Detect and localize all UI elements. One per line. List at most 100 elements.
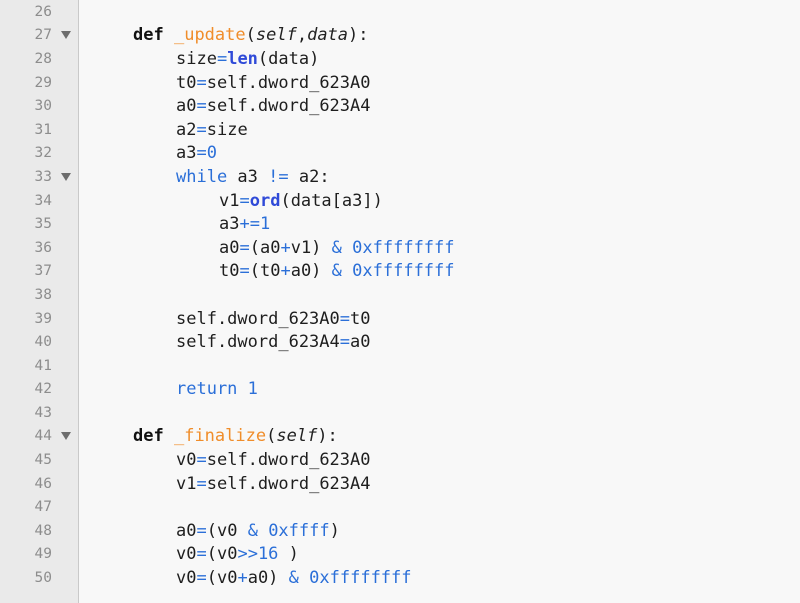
fold-arrow-icon[interactable] xyxy=(61,172,71,181)
code-token-plain: ): xyxy=(348,25,369,46)
code-token-op: + xyxy=(280,261,291,282)
code-token-plain: (v0 xyxy=(206,568,238,589)
code-area[interactable]: def _update(self,data):size=len(data)t0=… xyxy=(79,0,800,603)
code-line[interactable] xyxy=(79,283,800,307)
code-token-num: 1 xyxy=(259,214,271,235)
code-token-plain: v0 xyxy=(176,544,197,565)
code-token-plain xyxy=(164,426,174,446)
gutter-row: 27 xyxy=(0,24,78,48)
line-number: 41 xyxy=(34,357,52,374)
code-token-op: & xyxy=(288,568,299,589)
code-line[interactable]: while a3 != a2: xyxy=(79,165,800,189)
code-line[interactable]: return 1 xyxy=(79,378,800,402)
code-line[interactable]: a0=self.dword_623A4 xyxy=(79,94,800,118)
code-token-plain: (v0 xyxy=(206,544,238,565)
code-token-num: 0xffff xyxy=(268,520,330,541)
fold-toggle[interactable] xyxy=(52,172,78,181)
code-token-plain: ) xyxy=(329,520,340,541)
code-token-ctrl: while xyxy=(176,166,228,187)
code-line[interactable]: a3+=1 xyxy=(79,212,800,236)
code-line[interactable]: self.dword_623A0=t0 xyxy=(79,307,800,331)
code-token-plain: a0 xyxy=(176,520,197,541)
code-token-op: = xyxy=(339,308,351,329)
code-token-plain: , xyxy=(296,25,308,46)
code-line[interactable]: t0=self.dword_623A0 xyxy=(79,71,800,95)
code-line[interactable] xyxy=(79,495,800,519)
code-token-plain: size xyxy=(206,119,248,140)
code-line[interactable]: v1=ord(data[a3]) xyxy=(79,189,800,213)
code-line[interactable]: v0=self.dword_623A0 xyxy=(79,448,800,472)
code-line[interactable]: size=len(data) xyxy=(79,47,800,71)
code-token-op: + xyxy=(237,568,248,589)
code-line[interactable]: a3=0 xyxy=(79,142,800,166)
code-token-plain: a0 xyxy=(219,237,240,258)
gutter-row: 42 xyxy=(0,378,78,402)
code-token-plain: v0 xyxy=(176,568,197,589)
line-number: 33 xyxy=(34,168,52,185)
code-token-op: = xyxy=(196,473,207,494)
code-line[interactable]: v1=self.dword_623A4 xyxy=(79,472,800,496)
line-number: 48 xyxy=(34,522,52,539)
code-line[interactable]: a0=(v0 & 0xffff) xyxy=(79,519,800,543)
code-line[interactable]: v0=(v0>>16 ) xyxy=(79,543,800,567)
gutter-row: 34 xyxy=(0,189,78,213)
code-token-plain: (a0 xyxy=(249,237,281,258)
code-token-num: 0 xyxy=(206,143,217,164)
gutter-row: 49 xyxy=(0,543,78,567)
line-number: 49 xyxy=(34,546,52,563)
line-number: 32 xyxy=(34,145,52,162)
code-line[interactable] xyxy=(79,401,800,425)
code-token-plain: ) xyxy=(278,544,299,565)
code-line[interactable]: def _finalize(self): xyxy=(79,425,800,449)
code-line[interactable]: self.dword_623A4=a0 xyxy=(79,330,800,354)
code-token-op: + xyxy=(280,237,291,258)
code-token-plain: a0 xyxy=(350,332,371,353)
code-token-op: = xyxy=(239,261,250,282)
code-token-op: = xyxy=(196,450,207,471)
code-line[interactable]: a0=(a0+v1) & 0xffffffff xyxy=(79,236,800,260)
line-number: 50 xyxy=(34,570,52,587)
gutter-row: 28 xyxy=(0,47,78,71)
code-token-plain: t0 xyxy=(219,261,240,282)
fold-toggle[interactable] xyxy=(52,31,78,40)
code-token-fn: _update xyxy=(173,25,246,46)
code-token-op: = xyxy=(339,332,351,353)
code-token-plain xyxy=(164,25,174,45)
code-token-num: 1 xyxy=(247,379,258,400)
code-token-plain: self.dword_623A0 xyxy=(176,308,340,329)
code-line[interactable]: a2=size xyxy=(79,118,800,142)
code-token-plain: a2 xyxy=(176,119,197,140)
code-token-plain: a3 xyxy=(219,214,240,235)
line-number: 26 xyxy=(34,3,52,20)
code-token-plain: ( xyxy=(266,426,277,447)
code-token-plain: (v0 xyxy=(206,520,248,541)
code-token-op: = xyxy=(216,48,228,69)
code-line[interactable]: v0=(v0+a0) & 0xffffffff xyxy=(79,566,800,590)
code-token-plain xyxy=(237,379,247,399)
code-token-plain: t0 xyxy=(350,308,371,329)
gutter-row: 30 xyxy=(0,94,78,118)
code-token-plain: (t0 xyxy=(249,261,281,282)
gutter-row: 38 xyxy=(0,283,78,307)
code-line[interactable]: t0=(t0+a0) & 0xffffffff xyxy=(79,260,800,284)
code-token-plain: ( xyxy=(245,25,256,46)
code-token-num: 0xffffffff xyxy=(309,568,412,589)
code-line[interactable] xyxy=(79,0,800,24)
line-number: 34 xyxy=(34,192,52,209)
gutter-row: 26 xyxy=(0,0,78,24)
code-token-plain: a3 xyxy=(227,166,269,187)
fold-toggle[interactable] xyxy=(52,432,78,441)
gutter-row: 47 xyxy=(0,495,78,519)
code-line[interactable]: def _update(self,data): xyxy=(79,24,800,48)
gutter-row: 36 xyxy=(0,236,78,260)
fold-arrow-icon[interactable] xyxy=(61,432,71,441)
code-token-plain: a3 xyxy=(176,143,197,164)
fold-arrow-icon[interactable] xyxy=(61,31,71,40)
code-token-op: = xyxy=(239,190,250,211)
code-token-op: = xyxy=(196,96,207,117)
code-line[interactable] xyxy=(79,354,800,378)
code-token-op: += xyxy=(239,214,260,235)
code-token-plain: self.dword_623A4 xyxy=(206,96,371,117)
